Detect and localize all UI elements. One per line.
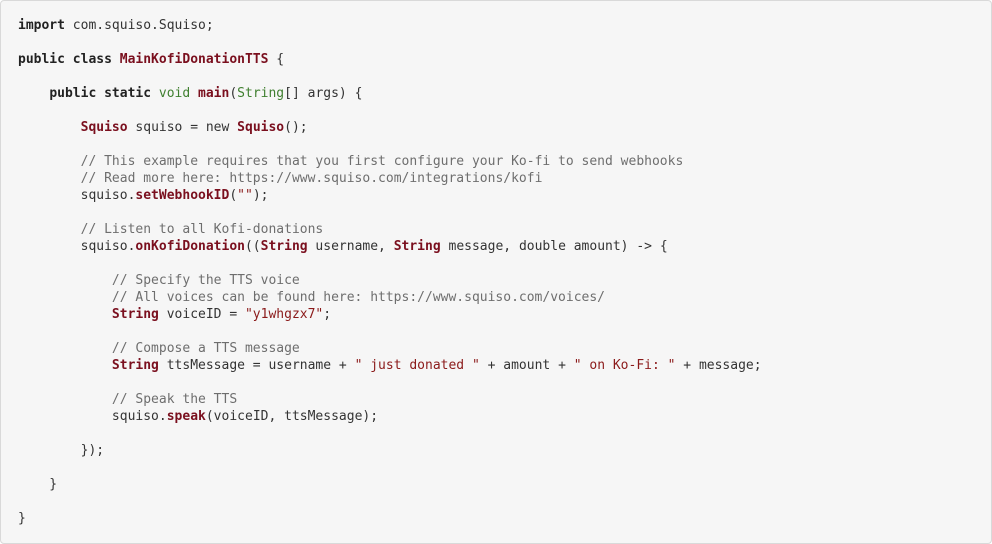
code-token-plain: }: [18, 511, 26, 526]
code-token-keyword: public static: [49, 86, 159, 101]
code-line: Squiso squiso = new Squiso();: [18, 119, 762, 136]
code-line: // Compose a TTS message: [18, 340, 762, 357]
code-line: }: [18, 476, 762, 493]
code-token-plain: squiso = new: [127, 120, 238, 135]
code-token-string: "": [237, 188, 253, 203]
code-line: // Specify the TTS voice: [18, 272, 762, 289]
code-token-plain: [18, 154, 81, 169]
code-line: [18, 493, 762, 510]
code-token-plain: username,: [307, 239, 394, 254]
code-listing[interactable]: import com.squiso.Squiso; public class Ma…: [18, 17, 762, 527]
code-token-plain: ttsMessage = username +: [158, 358, 355, 373]
code-token-plain: {: [268, 52, 285, 67]
code-token-plain: (voiceID, ttsMessage);: [205, 409, 379, 424]
code-token-plain: voiceID =: [158, 307, 245, 322]
code-token-plain: ;: [323, 307, 332, 322]
code-line: // All voices can be found here: https:/…: [18, 289, 762, 306]
code-token-plain: [18, 290, 112, 305]
code-line: [18, 68, 762, 85]
code-line: String ttsMessage = username + " just do…: [18, 357, 762, 374]
code-line: // Listen to all Kofi-donations: [18, 221, 762, 238]
code-token-plain: ();: [284, 120, 308, 135]
code-token-type: String: [260, 239, 308, 254]
code-line: });: [18, 442, 762, 459]
code-token-plain: [190, 86, 198, 101]
code-line: [18, 425, 762, 442]
code-line: String voiceID = "y1whgzx7";: [18, 306, 762, 323]
code-token-string: "y1whgzx7": [244, 307, 324, 322]
code-token-plain: }: [18, 477, 58, 492]
code-token-type: String: [111, 307, 159, 322]
code-line: // Speak the TTS: [18, 391, 762, 408]
code-token-plain: );: [252, 188, 269, 203]
code-token-string: " on Ko-Fi: ": [573, 358, 676, 373]
code-line: [18, 323, 762, 340]
code-line: [18, 102, 762, 119]
code-token-primitive: String: [237, 86, 285, 101]
code-token-plain: squiso.: [18, 239, 136, 254]
code-line: [18, 204, 762, 221]
code-token-type: String: [393, 239, 441, 254]
code-token-plain: [18, 171, 81, 186]
code-line: [18, 255, 762, 272]
code-token-type: String: [111, 358, 159, 373]
code-token-plain: [18, 307, 112, 322]
code-token-plain: squiso.: [18, 188, 136, 203]
code-line: // Read more here: https://www.squiso.co…: [18, 170, 762, 187]
code-line: squiso.speak(voiceID, ttsMessage);: [18, 408, 762, 425]
code-token-plain: (: [229, 86, 238, 101]
code-token-keyword: public class: [18, 52, 120, 67]
code-token-plain: com.squiso.Squiso;: [64, 18, 214, 33]
code-token-plain: [18, 273, 112, 288]
code-token-comment: // This example requires that you first …: [80, 154, 684, 169]
code-token-plain: + amount +: [479, 358, 574, 373]
code-token-comment: // Specify the TTS voice: [111, 273, 300, 288]
code-token-comment: // Speak the TTS: [111, 392, 238, 407]
code-token-plain: });: [18, 443, 105, 458]
code-token-type: Squiso: [237, 120, 285, 135]
code-line: [18, 136, 762, 153]
code-line: public static void main(String[] args) {: [18, 85, 762, 102]
code-token-method: onKofiDonation: [135, 239, 245, 254]
code-token-plain: message, double amount) -> {: [440, 239, 668, 254]
code-token-plain: squiso.: [18, 409, 167, 424]
code-token-plain: (: [229, 188, 238, 203]
code-line: // This example requires that you first …: [18, 153, 762, 170]
code-token-plain: [18, 392, 112, 407]
code-token-comment: // Listen to all Kofi-donations: [80, 222, 324, 237]
code-token-method: main: [198, 86, 230, 101]
code-token-keyword: import: [18, 18, 65, 33]
code-token-method: setWebhookID: [135, 188, 230, 203]
code-line: squiso.onKofiDonation((String username, …: [18, 238, 762, 255]
code-token-plain: [18, 222, 81, 237]
code-line: public class MainKofiDonationTTS {: [18, 51, 762, 68]
code-token-comment: // All voices can be found here: https:/…: [111, 290, 606, 305]
code-token-plain: [18, 341, 112, 356]
code-line: [18, 34, 762, 51]
code-token-plain: [18, 358, 112, 373]
code-token-classname: MainKofiDonationTTS: [119, 52, 269, 67]
code-token-comment: // Compose a TTS message: [111, 341, 300, 356]
code-token-primitive: void: [158, 86, 191, 101]
code-token-plain: ((: [244, 239, 261, 254]
code-line: }: [18, 510, 762, 527]
code-token-plain: [18, 120, 81, 135]
code-line: [18, 459, 762, 476]
code-line: [18, 374, 762, 391]
code-token-plain: + message;: [675, 358, 762, 373]
code-line: squiso.setWebhookID("");: [18, 187, 762, 204]
code-token-plain: [18, 86, 49, 101]
code-token-plain: [] args) {: [284, 86, 363, 101]
code-line: import com.squiso.Squiso;: [18, 17, 762, 34]
code-token-string: " just donated ": [354, 358, 480, 373]
code-token-type: Squiso: [80, 120, 128, 135]
code-token-comment: // Read more here: https://www.squiso.co…: [80, 171, 543, 186]
code-token-method: speak: [166, 409, 206, 424]
